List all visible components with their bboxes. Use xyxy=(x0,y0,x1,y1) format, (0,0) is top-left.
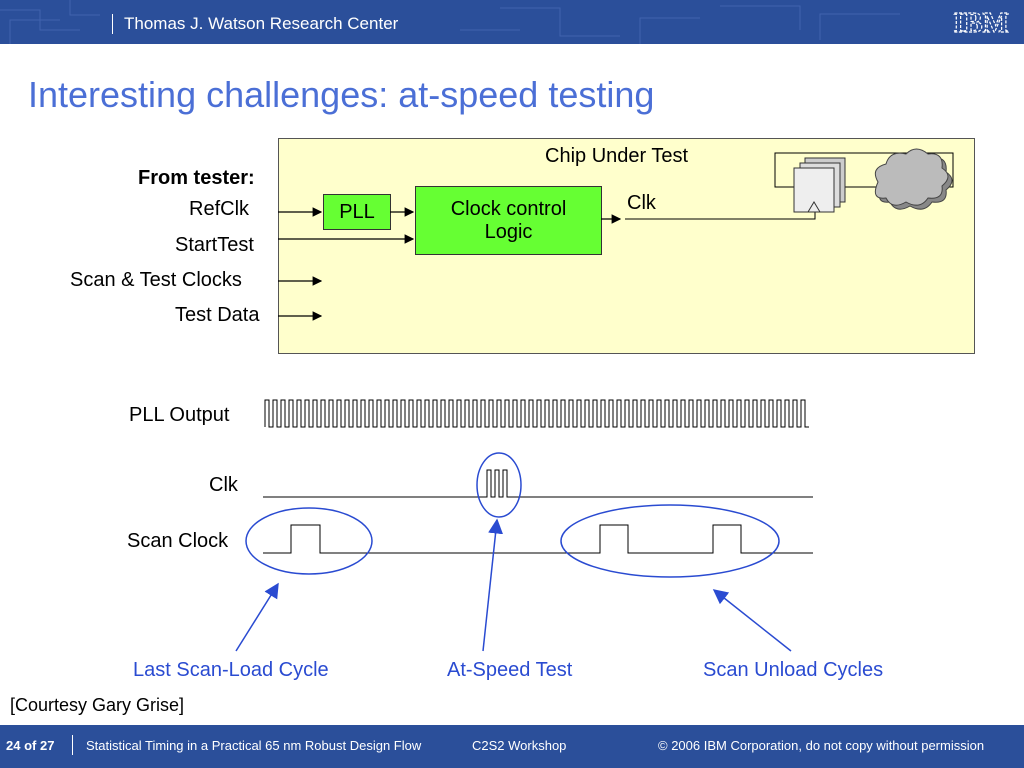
test-data-label: Test Data xyxy=(175,304,260,326)
page-of: of xyxy=(24,738,37,753)
scan-unload-annotation: Scan Unload Cycles xyxy=(703,659,884,681)
footer-bar: 24 of 27 Statistical Timing in a Practic… xyxy=(0,725,1024,768)
at-speed-annotation: At-Speed Test xyxy=(447,659,573,681)
clock-control-line1: Clock control xyxy=(450,197,567,220)
header-banner: Thomas J. Watson Research Center IBM xyxy=(0,0,1024,44)
at-speed-ellipse xyxy=(476,452,522,518)
slide-title: Interesting challenges: at-speed testing xyxy=(28,74,655,115)
pll-output-waveform xyxy=(264,399,809,428)
scan-clock-label: Scan Clock xyxy=(127,530,229,552)
footer-separator xyxy=(72,735,73,755)
ibm-logo: IBM xyxy=(952,7,1009,38)
page-current: 24 xyxy=(6,738,21,753)
last-scan-load-pointer xyxy=(235,582,279,652)
scan-unload-pointer xyxy=(712,589,792,652)
starttest-label: StartTest xyxy=(175,234,254,256)
scan-clock-waveform xyxy=(263,524,813,554)
page-total: 27 xyxy=(40,738,55,753)
last-scan-load-annotation: Last Scan-Load Cycle xyxy=(133,659,329,681)
pll-block: PLL xyxy=(323,194,391,230)
chip-title: Chip Under Test xyxy=(545,145,689,167)
copyright: © 2006 IBM Corporation, do not copy with… xyxy=(658,738,985,753)
scan-loop xyxy=(774,152,954,188)
at-speed-pointer xyxy=(482,518,504,652)
clk-waveform xyxy=(263,469,813,498)
ibm-logo-text: IBM xyxy=(953,8,1009,38)
refclk-label: RefClk xyxy=(189,198,250,220)
clk-wave-label: Clk xyxy=(209,474,238,496)
page-number: 24 of 27 xyxy=(6,738,54,753)
header-separator xyxy=(112,14,113,34)
header-title: Thomas J. Watson Research Center xyxy=(124,14,399,33)
clk-wire xyxy=(625,210,816,220)
clock-control-line2: Logic xyxy=(484,220,533,243)
chip-clk-label: Clk xyxy=(627,192,656,214)
logic-cloud-icon xyxy=(874,148,953,210)
clock-control-logic-block: Clock control Logic xyxy=(415,186,602,255)
pll-output-label: PLL Output xyxy=(129,404,230,426)
circuit-texture xyxy=(0,0,900,44)
scan-unload-ellipse xyxy=(560,504,780,578)
pll-label: PLL xyxy=(339,201,375,223)
talk-title: Statistical Timing in a Practical 65 nm … xyxy=(86,738,422,753)
chip-under-test-box xyxy=(278,138,975,354)
courtesy-note: [Courtesy Gary Grise] xyxy=(10,695,185,715)
last-scan-load-ellipse xyxy=(245,507,373,575)
flip-flop-stack-icon xyxy=(793,157,846,213)
from-tester-heading: From tester: xyxy=(138,167,255,189)
scan-test-clocks-label: Scan & Test Clocks xyxy=(70,269,242,291)
workshop-name: C2S2 Workshop xyxy=(472,738,567,753)
